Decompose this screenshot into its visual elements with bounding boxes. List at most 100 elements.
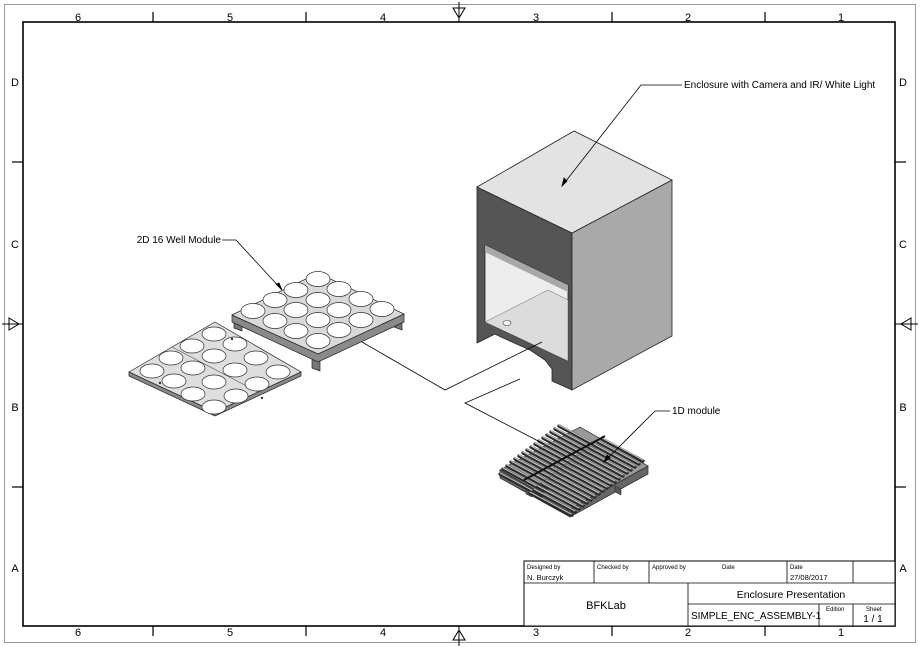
tube-row-left-shadow [498,424,602,498]
well-plate-exploded [128,321,302,417]
tube-row-left-highlight [499,424,601,496]
well-hole [283,302,309,318]
drawing-border [22,21,896,627]
sheet-value: 1 / 1 [863,614,883,625]
outer-frame [4,4,916,643]
well-hole [201,374,227,390]
zone-row-label: B [11,402,18,414]
date-value: 27/08/2017 [790,573,828,582]
zone-col-label: 3 [533,12,539,24]
leader-arrow-one-d [603,454,611,464]
well-hole [201,348,227,364]
well-hole [305,312,331,328]
leader-arrow-well-module [275,282,283,291]
well-hole [305,271,331,287]
zone-row-label: B [899,402,906,414]
well-hole [348,312,374,328]
well-hole [180,360,206,376]
trail-well-to-enclosure [361,341,543,391]
tube-rows [498,424,645,517]
zone-col-label: 2 [685,627,691,639]
date-label: Date [722,565,735,571]
edition-label: Edition [826,607,844,613]
well-hole [326,322,352,338]
column-labels-bottom: 6 5 4 3 2 1 [75,627,844,639]
enclosure-top-face [476,130,673,234]
zone-col-label: 1 [838,12,844,24]
zone-col-label: 6 [75,627,81,639]
well-hole [223,388,249,404]
drawing-title: Enclosure Presentation [737,589,846,601]
well-hole [283,282,309,298]
well-hole [222,362,248,378]
plate-split-line [171,346,259,393]
zone-col-label: 2 [685,12,691,24]
leader-enclosure [561,84,682,187]
callout-well-module: 2D 16 Well Module [137,235,222,246]
well-hole [179,338,205,354]
assembly-trails [361,341,545,445]
zone-row-label: C [11,239,19,251]
column-labels-top: 6 5 4 3 2 1 [75,12,844,24]
well-hole [305,333,331,349]
zone-col-label: 6 [75,12,81,24]
trail-enclosure-to-one-d [464,378,545,445]
zone-col-label: 4 [380,12,386,24]
well-hole [201,399,227,415]
leader-one-d [603,410,670,463]
one-d-center-rail [523,435,606,481]
zone-col-label: 1 [838,627,844,639]
enclosure-inner-floor [484,289,569,362]
zone-row-label: D [11,77,19,89]
well-hole [265,364,291,380]
tube-row-right-shadow [528,437,645,517]
zone-ticks [12,12,906,636]
well-hole [201,326,227,342]
zone-col-label: 3 [533,627,539,639]
title-block: Designed by N. Burczyk Checked by Approv… [523,560,896,627]
well-hole [222,336,248,352]
designed-by-value: N. Burczyk [527,573,564,582]
module-foot [614,485,622,496]
well-hole [305,292,331,308]
leaders [222,84,682,464]
well-hole [326,302,352,318]
sheet-label: Sheet [866,607,882,613]
well-hole [283,323,309,339]
tube-row-right-highlight [529,437,644,515]
enclosure-inner-hole [502,320,512,326]
well-hole [158,350,184,366]
zone-row-label: A [899,563,907,575]
drawing-number: SIMPLE_ENC_ASSEMBLY-1 [691,611,821,622]
title-block-frame [523,560,896,627]
well-hole [139,363,165,379]
one-d-module-drawing [498,424,649,518]
callout-enclosure: Enclosure with Camera and IR/ White Ligh… [684,80,875,91]
date-label: Date [790,565,803,571]
zone-row-label: C [899,239,907,251]
well-hole [244,376,270,392]
row-labels-right: D C B A [899,77,907,575]
designed-by-label: Designed by [527,565,560,571]
well-hole [240,303,266,319]
zone-col-label: 5 [227,627,233,639]
well-hole [369,301,395,317]
well-module-assembled [231,271,405,372]
zone-row-label: A [11,563,19,575]
enclosure-opening-shadow [485,245,568,292]
well-hole [348,291,374,307]
zone-col-label: 5 [227,12,233,24]
callout-one-d-module: 1D module [672,406,721,417]
well-hole [326,281,352,297]
well-hole [161,373,187,389]
enclosure-drawing [476,130,673,391]
exploded-well-holes [139,326,291,415]
row-labels-left: D C B A [11,77,19,575]
well-hole [262,313,288,329]
company-name: BFKLab [586,600,626,612]
checked-by-label: Checked by [597,565,629,571]
zone-col-label: 4 [380,627,386,639]
approved-by-label: Approved by [652,565,686,571]
